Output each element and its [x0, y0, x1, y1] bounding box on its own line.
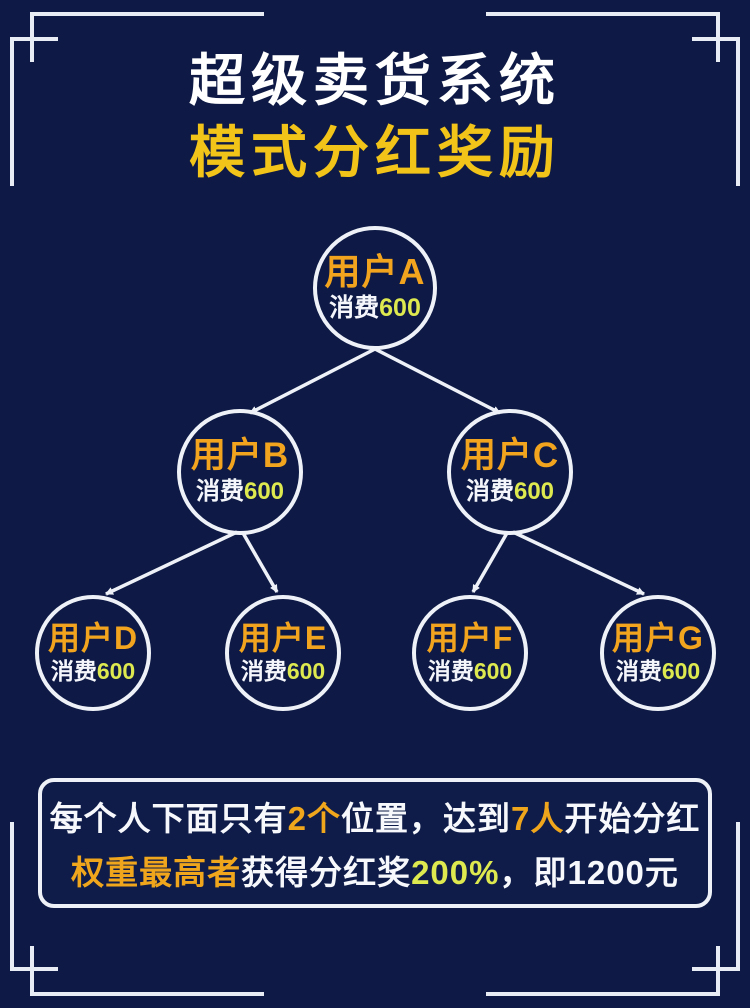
rule-text: ，即1200元: [499, 854, 679, 891]
node-consume: 消费600: [195, 478, 285, 506]
rule-text: 开始分红: [564, 800, 701, 837]
node-consume: 消费600: [240, 658, 326, 685]
connector-a-c: [374, 347, 501, 415]
connector-c-f: [471, 532, 509, 593]
node-label: 用户C: [460, 436, 560, 476]
page-title: 超级卖货系统: [189, 49, 561, 112]
rule-line-2: 权重最高者获得分红奖200%，即1200元: [71, 846, 679, 894]
node-consume: 消费600: [427, 658, 513, 685]
corner-bracket-bottom-right-horizontal: [486, 946, 720, 996]
consume-label: 消费: [329, 294, 380, 323]
node-label: 用户B: [190, 436, 290, 476]
consume-value: 600: [286, 658, 326, 685]
rule-highlight: 权重最高者: [71, 854, 242, 891]
node-label: 用户A: [324, 251, 426, 293]
rule-text: 每个人下面只有: [49, 800, 288, 837]
corner-bracket-bottom-left-horizontal: [30, 946, 264, 996]
node-consume: 消费600: [50, 658, 136, 685]
rule-text: 位置，达到: [341, 800, 511, 837]
consume-label: 消费: [465, 478, 514, 506]
node-label: 用户F: [426, 619, 514, 656]
consume-value: 600: [243, 478, 285, 506]
corner-bracket-top-right-vertical: [692, 37, 740, 186]
corner-bracket-top-left-vertical: [10, 37, 58, 186]
page-subtitle: 模式分红奖励: [189, 121, 561, 184]
tree-node-user-f: 用户F 消费600: [412, 595, 528, 711]
node-label: 用户D: [47, 619, 139, 656]
tree-node-user-a: 用户A 消费600: [313, 226, 437, 350]
tree-node-user-d: 用户D 消费600: [35, 595, 151, 711]
consume-label: 消费: [615, 658, 662, 685]
node-consume: 消费600: [615, 658, 701, 685]
node-label: 用户G: [612, 619, 704, 656]
rule-highlight: 7人: [511, 800, 565, 837]
consume-label: 消费: [195, 478, 244, 506]
consume-value: 600: [513, 478, 555, 506]
rule-line-1: 每个人下面只有2个位置，达到7人开始分红: [50, 792, 701, 840]
connector-a-b: [249, 347, 376, 415]
consume-label: 消费: [427, 658, 474, 685]
tree-node-user-e: 用户E 消费600: [225, 595, 341, 711]
node-label: 用户E: [238, 619, 328, 656]
corner-bracket-bottom-left-vertical: [10, 822, 58, 971]
rule-highlight: 2个: [287, 800, 341, 837]
rule-highlight: 200%: [411, 854, 500, 891]
tree-node-user-b: 用户B 消费600: [177, 409, 303, 535]
tree-node-user-c: 用户C 消费600: [447, 409, 573, 535]
consume-label: 消费: [240, 658, 287, 685]
node-consume: 消费600: [329, 294, 421, 323]
consume-label: 消费: [50, 658, 97, 685]
consume-value: 600: [473, 658, 513, 685]
rule-box: 每个人下面只有2个位置，达到7人开始分红 权重最高者获得分红奖200%，即120…: [38, 778, 712, 908]
consume-value: 600: [379, 294, 421, 323]
connector-b-e: [241, 532, 279, 593]
node-consume: 消费600: [465, 478, 555, 506]
tree-node-user-g: 用户G 消费600: [600, 595, 716, 711]
corner-bracket-bottom-right-vertical: [692, 822, 740, 971]
rule-text: 获得分红奖: [241, 854, 412, 891]
connector-b-d: [105, 530, 238, 596]
connector-c-g: [512, 530, 645, 596]
consume-value: 600: [96, 658, 136, 685]
consume-value: 600: [661, 658, 701, 685]
